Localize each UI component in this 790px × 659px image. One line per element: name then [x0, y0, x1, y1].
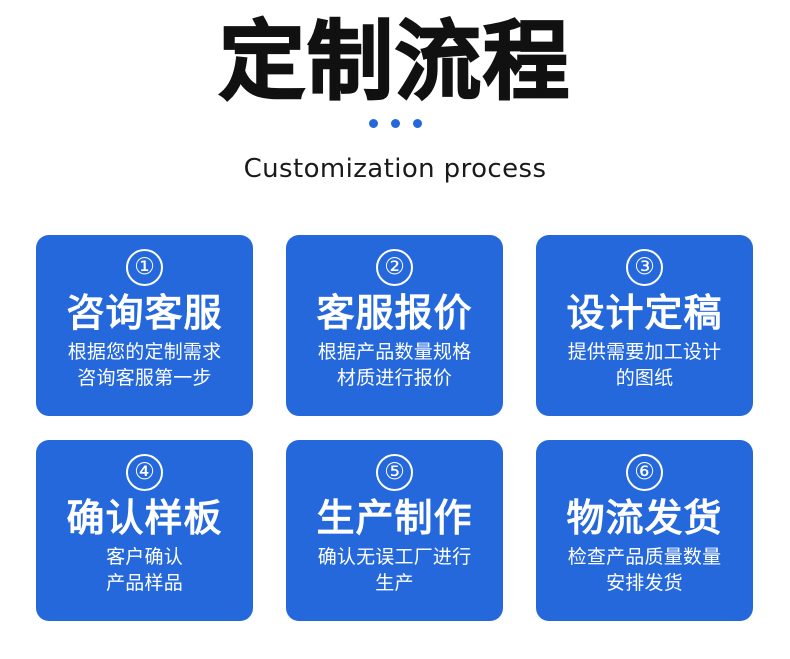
process-step-card-6: ⑥ 物流发货 检查产品质量数量 安排发货 [536, 440, 753, 621]
step-title-2: 客服报价 [316, 291, 473, 335]
step-description-1: 根据您的定制需求 咨询客服第一步 [67, 341, 222, 389]
process-step-card-1: ① 咨询客服 根据您的定制需求 咨询客服第一步 [36, 235, 253, 416]
process-step-card-2: ② 客服报价 根据产品数量规格 材质进行报价 [286, 235, 503, 416]
page-title: 定制流程 [218, 12, 571, 112]
step-number-badge-3: ③ [626, 249, 663, 286]
step-description-4: 客户确认 产品样品 [106, 546, 183, 594]
step-title-4: 确认样板 [66, 496, 223, 540]
dot-icon-2 [390, 119, 400, 129]
step-number-badge-4: ④ [126, 454, 163, 491]
step-title-6: 物流发货 [566, 496, 723, 540]
step-title-5: 生产制作 [316, 496, 473, 540]
process-step-card-5: ⑤ 生产制作 确认无误工厂进行 生产 [286, 440, 503, 621]
step-number-badge-1: ① [126, 249, 163, 286]
step-description-3: 提供需要加工设计 的图纸 [567, 341, 722, 389]
process-step-card-3: ③ 设计定稿 提供需要加工设计 的图纸 [536, 235, 753, 416]
dot-icon-1 [368, 119, 378, 129]
step-description-6: 检查产品质量数量 安排发货 [567, 546, 722, 594]
step-number-badge-6: ⑥ [626, 454, 663, 491]
dot-icon-3 [412, 119, 422, 129]
step-description-2: 根据产品数量规格 材质进行报价 [317, 341, 472, 389]
step-title-1: 咨询客服 [66, 291, 223, 335]
process-step-card-4: ④ 确认样板 客户确认 产品样品 [36, 440, 253, 621]
process-steps-grid: ① 咨询客服 根据您的定制需求 咨询客服第一步 ② 客服报价 根据产品数量规格 … [36, 235, 754, 621]
step-number-badge-2: ② [376, 249, 413, 286]
step-title-3: 设计定稿 [566, 291, 723, 335]
decorative-dots [0, 119, 790, 129]
page-subtitle: Customization process [243, 153, 547, 184]
step-number-badge-5: ⑤ [376, 454, 413, 491]
header: 定制流程 Customization process [0, 0, 790, 184]
step-description-5: 确认无误工厂进行 生产 [317, 546, 472, 594]
